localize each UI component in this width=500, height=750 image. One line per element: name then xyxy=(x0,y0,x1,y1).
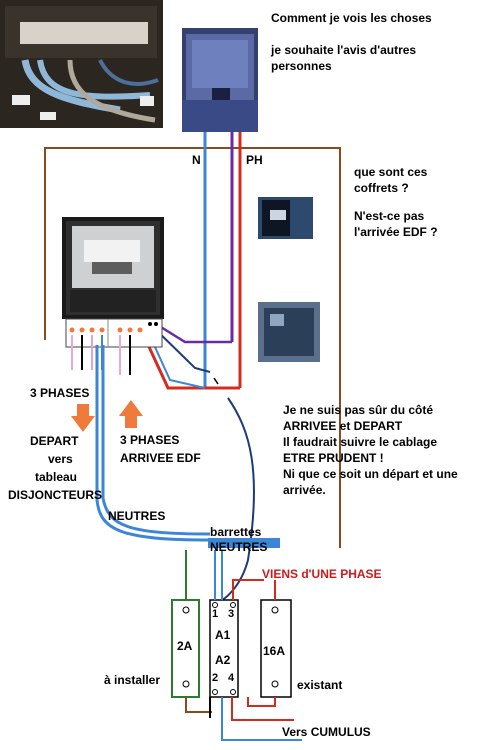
photo-coffret-1 xyxy=(258,197,313,239)
label-depart-4: DISJONCTEURS xyxy=(8,488,103,502)
terminal-screws xyxy=(69,322,158,333)
header-line3: personnes xyxy=(271,59,332,73)
neutral-bar xyxy=(208,538,280,548)
label-arrivee-1: 3 PHASES xyxy=(120,433,180,447)
label-n: N xyxy=(192,153,201,167)
question-line2: coffrets ? xyxy=(354,181,409,195)
label-contact-4: 4 xyxy=(228,672,235,684)
note-line3: Il faudrait suivre le cablage xyxy=(283,435,438,449)
wire-purple-to-meter xyxy=(155,322,232,344)
photo-top-meter xyxy=(182,28,258,132)
note-line2: ARRIVEE et DEPART xyxy=(283,419,403,433)
wire-blue-to-meter xyxy=(149,335,206,389)
label-cumulus: Vers CUMULUS xyxy=(282,725,371,739)
arrow-down-depart xyxy=(71,404,95,432)
label-phase-source: VIENS d'UNE PHASE xyxy=(262,567,382,581)
label-16a: 16A xyxy=(263,644,286,658)
note-line5: Ni que ce soit un départ et une xyxy=(283,467,458,481)
label-barrettes: barrettes xyxy=(210,525,262,539)
label-a-installer: à installer xyxy=(104,673,161,687)
contactor xyxy=(209,599,239,698)
label-neutres-left: NEUTRES xyxy=(108,509,166,523)
label-a2: A2 xyxy=(215,653,231,667)
note-line4: ETRE PRUDENT ! xyxy=(283,451,384,465)
header-line1: Comment je vois les choses xyxy=(271,11,432,25)
note-line1: Je ne suis pas sûr du côté xyxy=(283,403,434,417)
question-line4: l'arrivée EDF ? xyxy=(354,225,438,239)
photo-main-meter xyxy=(62,217,164,319)
label-3phases-left: 3 PHASES xyxy=(30,386,90,400)
wire-red-to-meter xyxy=(142,335,240,390)
label-contact-3: 3 xyxy=(228,608,235,620)
arrow-up-arrivee xyxy=(119,400,143,428)
question-line1: que sont ces xyxy=(354,165,428,179)
label-a1: A1 xyxy=(215,628,231,642)
terminal-block xyxy=(65,318,163,348)
label-contact-2: 2 xyxy=(212,672,219,684)
question-line3: N'est-ce pas xyxy=(354,209,425,223)
label-depart-2: vers xyxy=(48,452,73,466)
wire-navy-curve xyxy=(221,397,256,601)
header-line2: je souhaite l'avis d'autres xyxy=(271,43,417,57)
label-arrivee-2: ARRIVEE EDF xyxy=(120,451,201,465)
label-contact-1: 1 xyxy=(212,608,219,620)
neutral-cable-1 xyxy=(95,345,278,542)
note-line6: arrivée. xyxy=(283,483,326,497)
photo-panel-wiring xyxy=(0,0,163,128)
label-existant: existant xyxy=(297,678,343,692)
label-depart-3: tableau xyxy=(35,470,78,484)
photo-coffret-2 xyxy=(258,302,320,362)
label-neutres-bar: NEUTRES xyxy=(210,540,268,554)
label-depart-1: DEPART xyxy=(30,434,79,448)
neutral-cable-2 xyxy=(101,345,211,536)
label-2a: 2A xyxy=(177,639,193,653)
brown-frame xyxy=(44,147,341,548)
wire-navy-diagonal xyxy=(149,323,211,373)
label-ph: PH xyxy=(246,153,263,167)
